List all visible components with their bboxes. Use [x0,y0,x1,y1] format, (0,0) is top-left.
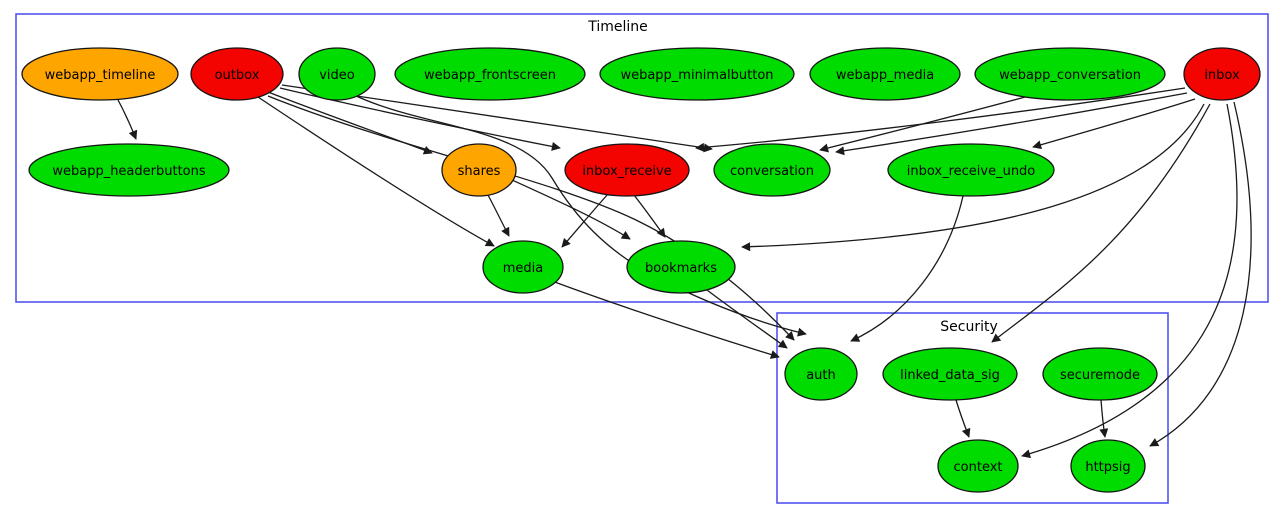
node-video: video [298,47,376,101]
cluster-security-border [776,312,1169,504]
node-webapp_timeline-label: webapp_timeline [45,68,156,83]
edge-outbox-to-inbox_receive [279,87,561,151]
edge-inbox-to-linked_data_sig [991,103,1211,343]
node-inbox: inbox [1183,47,1261,101]
node-securemode-label: securemode [1060,368,1140,383]
node-media-label: media [503,261,544,276]
node-webapp_headerbuttons-shape [28,143,230,197]
node-conversation-label: conversation [730,164,814,179]
node-httpsig: httpsig [1070,439,1146,493]
node-shares-shape [441,143,517,197]
node-bookmarks-shape [626,240,736,294]
node-webapp_headerbuttons: webapp_headerbuttons [28,143,230,197]
edge-inbox_receive-to-bookmarks [633,194,666,238]
node-webapp_minimalbutton-shape [599,47,795,101]
cluster-timeline-label: Timeline [587,19,648,35]
node-webapp_conversation-shape [974,47,1166,101]
node-outbox-label: outbox [215,68,260,83]
node-linked_data_sig-shape [882,347,1018,401]
cluster-security-label: Security [940,319,998,335]
node-webapp_media-label: webapp_media [836,68,934,83]
edge-webapp_timeline-to-webapp_headerbuttons [116,97,138,140]
node-webapp_media-shape [809,47,961,101]
node-inbox_receive: inbox_receive [564,143,690,197]
edge-outbox-to-media [257,96,495,247]
edge-inbox-to-httpsig [1149,101,1252,447]
node-conversation: conversation [713,143,831,197]
node-webapp_timeline: webapp_timeline [21,47,179,101]
node-inbox_receive-shape [564,143,690,197]
node-shares: shares [441,143,517,197]
node-webapp_minimalbutton-label: webapp_minimalbutton [620,68,773,83]
edge-inbox_receive-to-media [561,193,609,248]
node-httpsig-shape [1070,439,1146,493]
node-webapp_frontscreen-shape [394,47,586,101]
node-inbox_receive_undo: inbox_receive_undo [887,143,1055,197]
node-inbox_receive_undo-label: inbox_receive_undo [907,164,1036,179]
node-webapp_minimalbutton: webapp_minimalbutton [599,47,795,101]
edge-outbox-to-auth [267,95,795,341]
edge-inbox-to-inbox_receive [695,87,1186,152]
node-inbox-shape [1183,47,1261,101]
edge-media-to-auth [551,280,780,359]
node-video-label: video [319,68,355,83]
edge-shares-to-media [487,194,510,237]
edge-inbox-to-context [1021,103,1238,459]
node-linked_data_sig: linked_data_sig [882,347,1018,401]
node-context-shape [937,439,1019,493]
node-webapp_media: webapp_media [809,47,961,101]
edge-shares-to-bookmarks [511,179,631,240]
node-webapp_frontscreen-label: webapp_frontscreen [424,68,556,83]
edge-inbox-to-inbox_receive_undo [1032,98,1196,150]
edge-webapp_conversation-to-conversation [819,95,1030,153]
node-bookmarks-label: bookmarks [645,261,717,276]
node-inbox_receive_undo-shape [887,143,1055,197]
node-video-shape [298,47,376,101]
node-linked_data_sig-label: linked_data_sig [900,368,1000,383]
node-webapp_conversation-label: webapp_conversation [999,68,1141,83]
cluster-timeline-border [15,13,1269,303]
node-securemode-shape [1042,347,1158,401]
node-webapp_frontscreen: webapp_frontscreen [394,47,586,101]
edge-inbox_receive_undo-to-auth [850,195,964,342]
edge-inbox-to-bookmarks [741,103,1205,252]
node-outbox: outbox [190,47,284,101]
node-auth-label: auth [806,368,836,383]
node-webapp_timeline-shape [21,47,179,101]
node-context: context [937,439,1019,493]
edge-bookmarks-to-auth [706,289,788,349]
node-inbox-label: inbox [1204,68,1240,83]
node-webapp_conversation: webapp_conversation [974,47,1166,101]
node-context-label: context [954,460,1003,475]
edge-securemode-to-httpsig [1099,399,1109,438]
node-auth: auth [784,347,858,401]
nodes-layer: webapp_timeline outbox video webapp_frontsc… [21,47,1261,493]
node-securemode: securemode [1042,347,1158,401]
node-outbox-shape [190,47,284,101]
edge-inbox-to-conversation [835,92,1188,156]
edge-linked_data_sig-to-context [955,399,971,438]
node-bookmarks: bookmarks [626,240,736,294]
node-webapp_headerbuttons-label: webapp_headerbuttons [52,164,206,179]
node-conversation-shape [713,143,831,197]
node-inbox_receive-label: inbox_receive [582,164,671,179]
node-media-shape [482,240,564,294]
node-media: media [482,240,564,294]
node-shares-label: shares [458,164,501,179]
edge-video-to-auth [353,94,807,337]
node-httpsig-label: httpsig [1085,460,1130,475]
node-auth-shape [784,347,858,401]
